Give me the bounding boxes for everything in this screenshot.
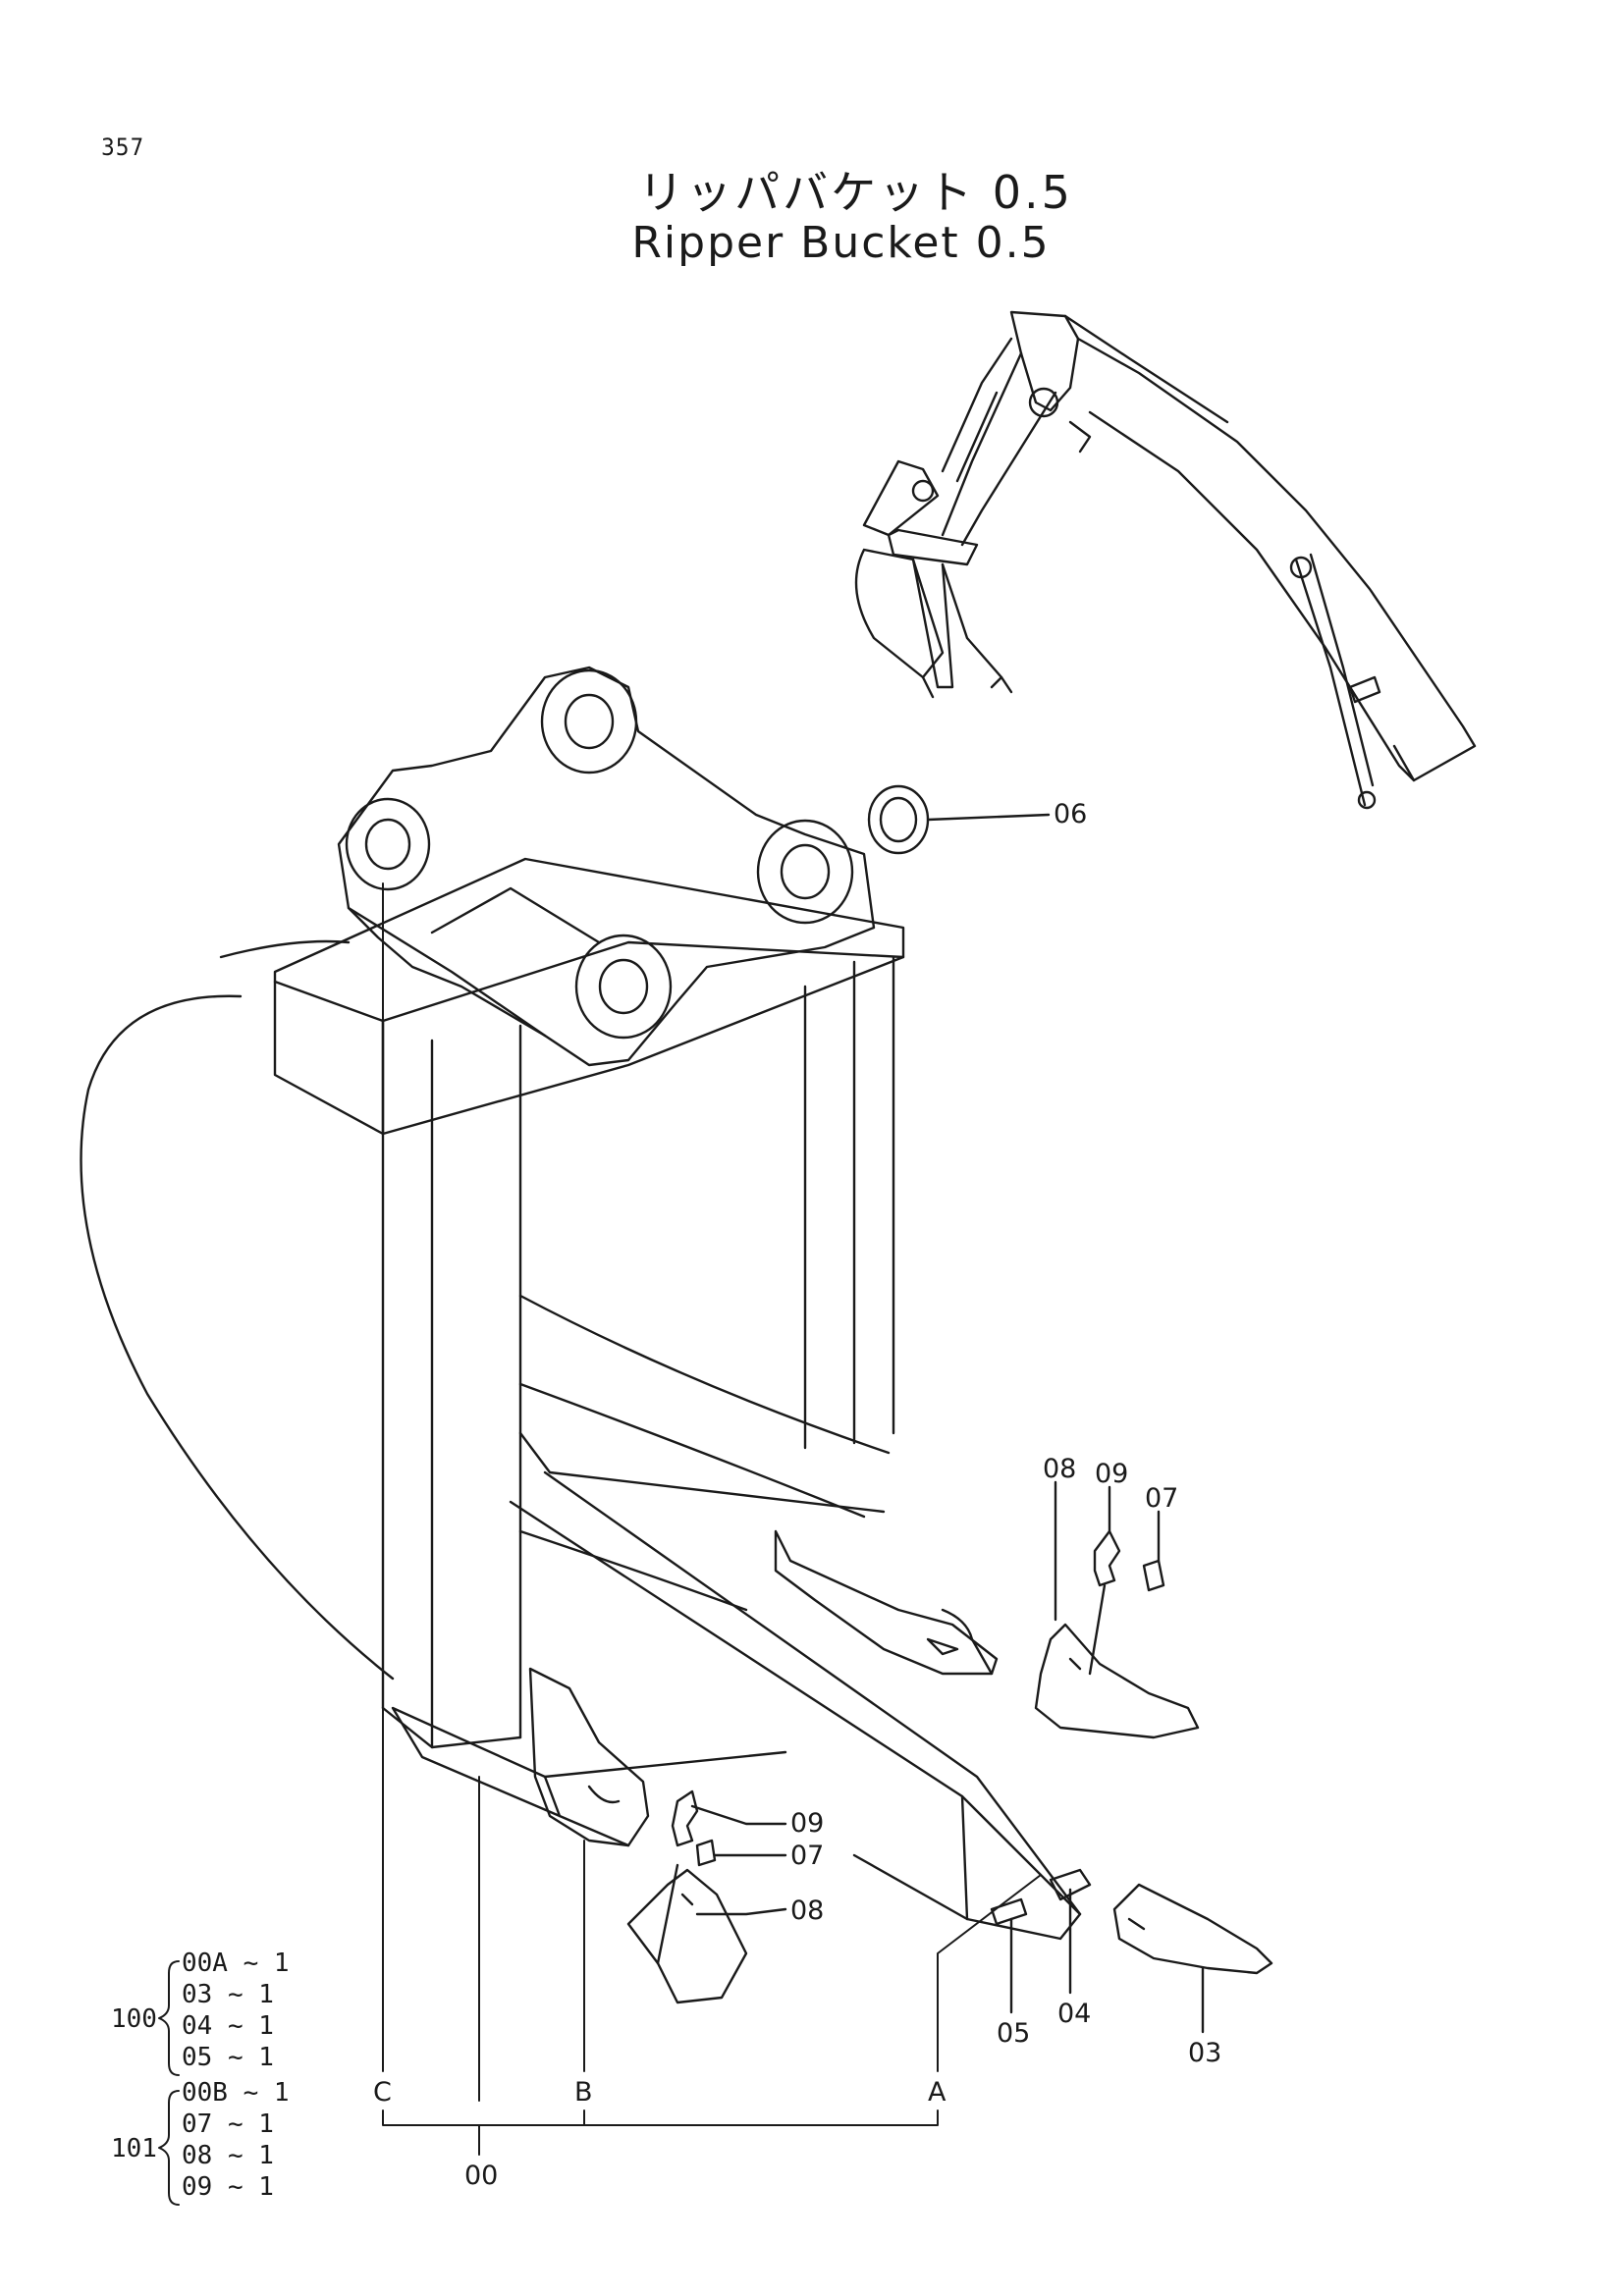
callout-00: 00 xyxy=(464,2161,498,2191)
legend-group-101: 101 00B ~ 1 07 ~ 1 08 ~ 1 09 ~ 1 xyxy=(111,2078,290,2202)
right-tooth-set xyxy=(990,1868,1273,2034)
callout-05: 05 xyxy=(997,2018,1030,2049)
callout-07-lower: 07 xyxy=(790,1841,824,1871)
lower-left-tooth-set xyxy=(626,1789,787,2004)
page-number: 357 xyxy=(101,133,145,161)
callout-A: A xyxy=(928,2077,947,2108)
callout-07-upper: 07 xyxy=(1145,1483,1178,1514)
seal-ring-06 xyxy=(867,784,1051,855)
callout-09-lower: 09 xyxy=(790,1808,824,1839)
callout-B: B xyxy=(574,2077,593,2108)
callout-08-lower: 08 xyxy=(790,1896,824,1926)
callout-08-upper: 08 xyxy=(1043,1454,1076,1484)
callout-06: 06 xyxy=(1054,799,1087,829)
legend-101-item: 09 ~ 1 xyxy=(182,2172,274,2202)
legend-100-item: 00A ~ 1 xyxy=(182,1949,290,1978)
legend-101-item: 00B ~ 1 xyxy=(182,2078,290,2108)
callout-C: C xyxy=(373,2077,392,2108)
legend-100-item: 03 ~ 1 xyxy=(182,1980,274,2009)
legend-101-number: 101 xyxy=(111,2134,157,2163)
legend-101-item: 07 ~ 1 xyxy=(182,2109,274,2139)
callout-03: 03 xyxy=(1188,2038,1221,2068)
upper-tooth-set xyxy=(1034,1480,1200,1739)
callout-09-upper: 09 xyxy=(1095,1459,1128,1489)
legend-group-100: 100 00A ~ 1 03 ~ 1 04 ~ 1 05 ~ 1 xyxy=(111,1949,290,2072)
title-english: Ripper Bucket 0.5 xyxy=(631,218,1051,268)
excavator-arm-inset xyxy=(854,310,1477,810)
legend-braces xyxy=(158,1960,180,2206)
legend-100-number: 100 xyxy=(111,2004,157,2034)
legend-100-item: 04 ~ 1 xyxy=(182,2011,274,2041)
legend-100-item: 05 ~ 1 xyxy=(182,2043,274,2072)
link-bracket xyxy=(337,666,876,1067)
title-japanese: リッパバケット 0.5 xyxy=(638,166,1073,219)
assembly-bracket-lines xyxy=(382,882,1042,2156)
callout-04: 04 xyxy=(1057,1999,1091,2029)
ripper-bucket-body xyxy=(80,857,1082,1941)
legend-101-item: 08 ~ 1 xyxy=(182,2141,274,2170)
